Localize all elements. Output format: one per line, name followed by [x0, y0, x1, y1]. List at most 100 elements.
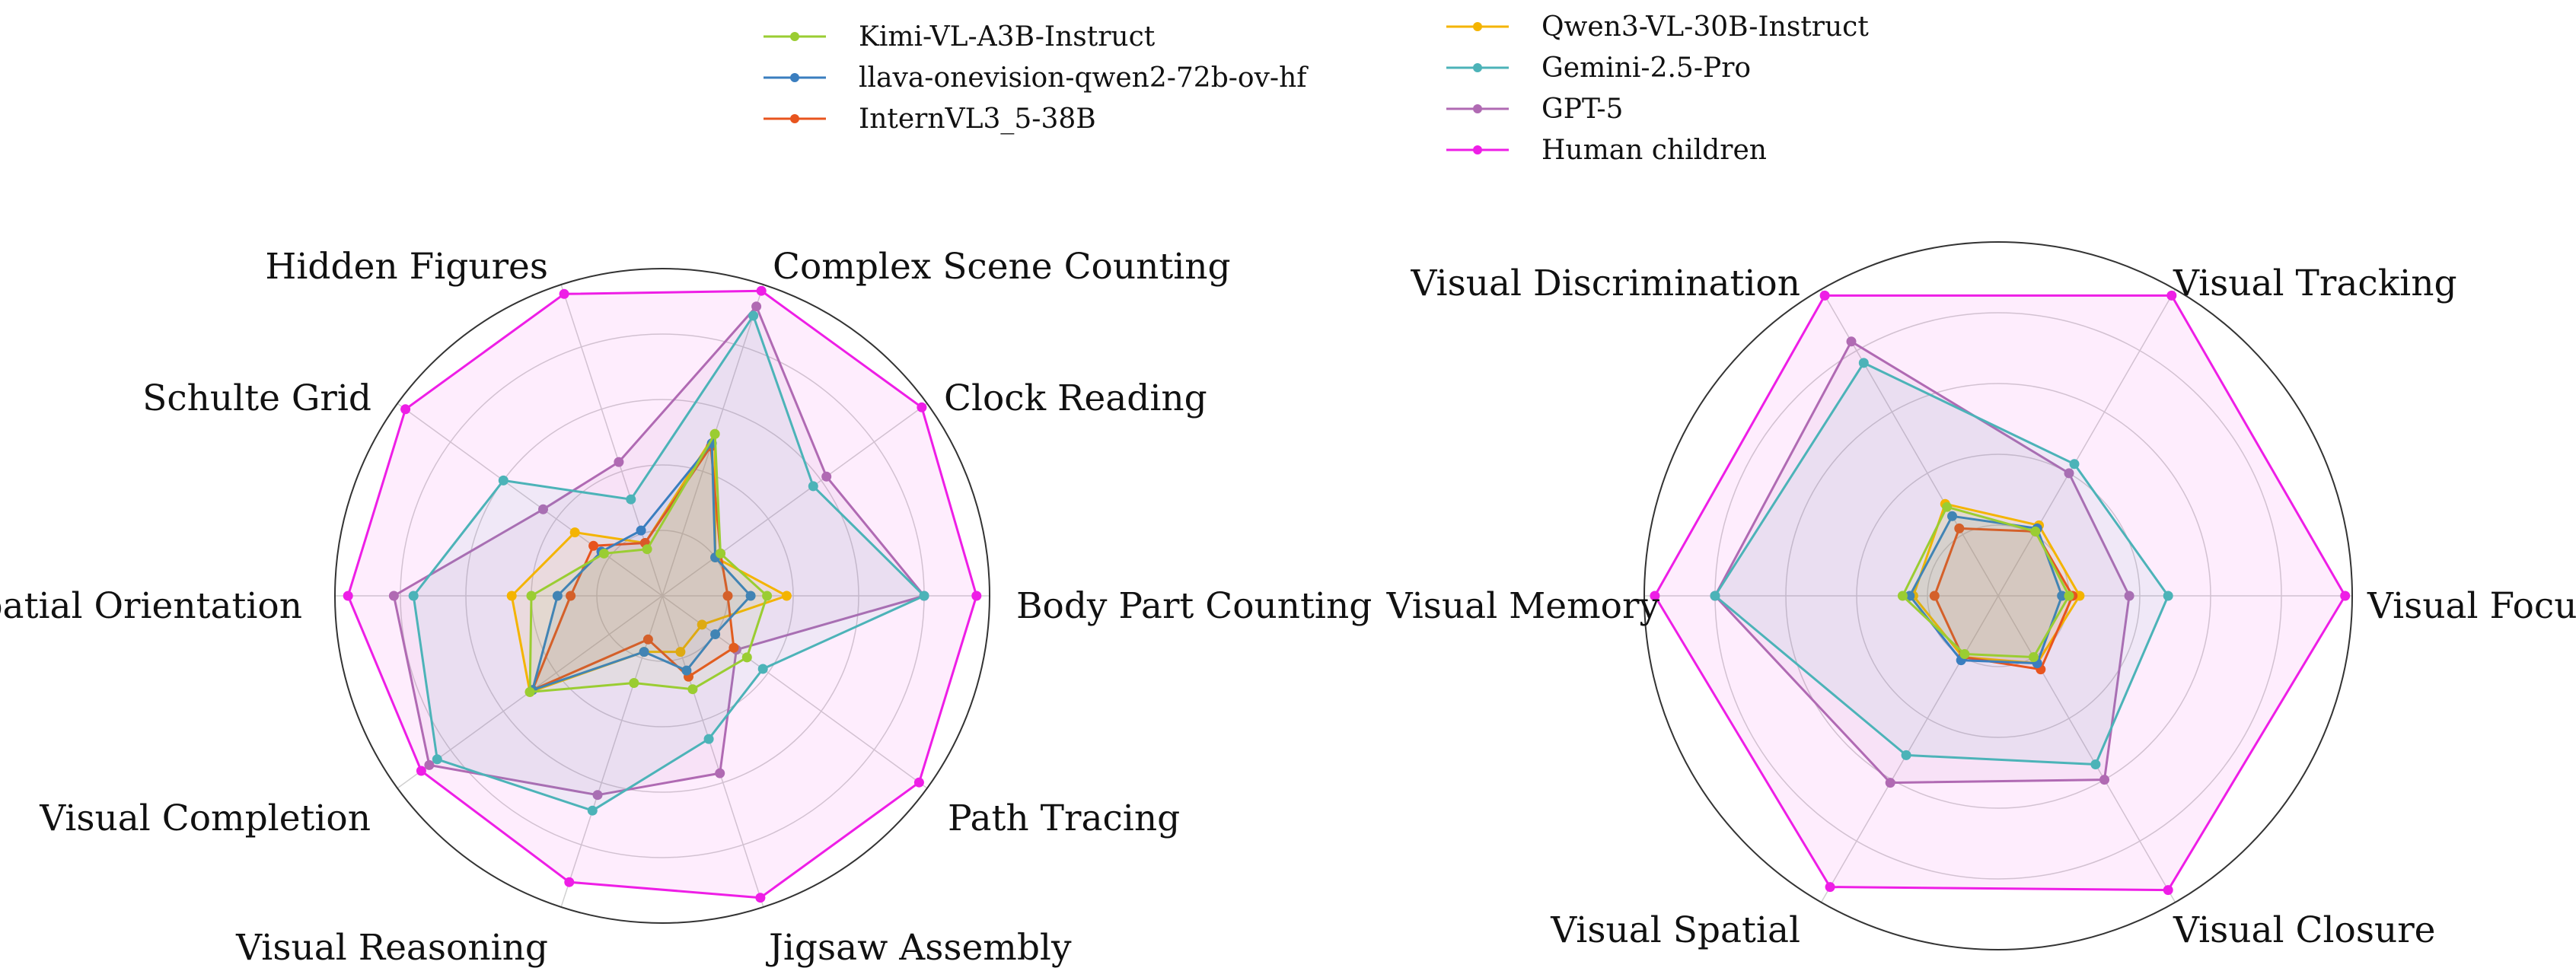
data-point — [681, 665, 692, 676]
axis-label-hidden-figures: Hidden Figures — [265, 246, 548, 288]
data-point — [400, 404, 411, 415]
data-point — [2069, 459, 2080, 470]
series-human-children — [343, 285, 982, 903]
data-point — [2163, 591, 2173, 601]
data-point — [751, 301, 762, 312]
radar-spoke — [662, 403, 928, 597]
data-point — [741, 652, 752, 663]
data-point — [498, 475, 509, 486]
data-point — [2030, 526, 2041, 536]
data-point — [1947, 511, 1957, 521]
legend-label: GPT-5 — [1541, 94, 1623, 125]
data-point — [913, 777, 924, 788]
data-point — [748, 310, 759, 321]
data-point — [745, 591, 756, 601]
data-point — [416, 766, 426, 776]
axis-label-complex-scene-counting: Complex Scene Counting — [773, 246, 1231, 288]
axis-label-schulte-grid: Schulte Grid — [142, 377, 371, 419]
axis-label-path-tracing: Path Tracing — [948, 797, 1180, 839]
legend-marker — [790, 32, 799, 41]
data-point — [821, 471, 832, 482]
axis-label-visual-reasoning: Visual Reasoning — [235, 927, 548, 969]
data-point — [762, 591, 773, 601]
data-point — [636, 525, 646, 536]
data-point — [675, 647, 686, 657]
radar-outer-frame — [334, 268, 990, 924]
radar-spoke — [1820, 595, 1999, 903]
series-llava-onevision-qwen2-72b-ov-hf — [528, 438, 756, 696]
data-point — [703, 734, 714, 744]
data-point — [1901, 750, 1911, 760]
data-point — [716, 548, 725, 559]
series-llava-onevision-qwen2-72b-ov-hf — [1905, 511, 2067, 669]
data-point — [2166, 290, 2177, 301]
data-point — [1819, 290, 1830, 301]
data-point — [626, 494, 636, 505]
data-point — [919, 591, 929, 601]
data-point — [722, 591, 733, 601]
data-point — [587, 805, 598, 816]
legend-item-qwen3-vl-30b-instruct: Qwen3-VL-30B-Instruct — [1446, 11, 1869, 43]
legend-item-gemini-2-5-pro: Gemini-2.5-Pro — [1446, 53, 1751, 84]
data-point — [2074, 591, 2085, 601]
axis-label-visual-completion: Visual Completion — [39, 797, 371, 839]
data-point — [538, 504, 548, 514]
data-point — [343, 591, 353, 601]
data-point — [1954, 523, 1965, 533]
data-point — [1885, 778, 1895, 788]
data-point — [757, 664, 768, 674]
legend-marker — [1473, 104, 1482, 113]
data-point — [715, 768, 725, 778]
data-point — [2029, 652, 2039, 662]
legend-label: Gemini-2.5-Pro — [1541, 53, 1751, 84]
data-point — [1929, 591, 1940, 601]
axis-label-spatial-orientation: Spatial Orientation — [0, 585, 302, 627]
data-point — [710, 629, 721, 639]
legend-label: llava-onevision-qwen2-72b-ov-hf — [859, 62, 1309, 94]
data-point — [1846, 336, 1857, 347]
axis-label-visual-focus: Visual Focus — [2367, 585, 2576, 627]
legend-marker — [1473, 63, 1482, 72]
data-point — [756, 285, 767, 296]
series-gemini-2-5-pro — [1710, 358, 2173, 769]
data-point — [642, 544, 652, 555]
legend-item-kimi-vl-a3b-instruct: Kimi-VL-A3B-Instruct — [764, 21, 1156, 53]
data-point — [559, 288, 569, 299]
axis-label-visual-tracking: Visual Tracking — [2173, 263, 2457, 304]
data-point — [1650, 591, 1660, 601]
legend-label: Kimi-VL-A3B-Instruct — [859, 21, 1156, 53]
radar-spoke — [662, 595, 928, 789]
data-point — [755, 893, 766, 903]
data-point — [1710, 591, 1720, 601]
data-point — [781, 591, 792, 601]
legend-marker — [1473, 22, 1482, 31]
data-point — [569, 527, 580, 538]
axis-label-visual-spatial: Visual Spatial — [1550, 909, 1800, 951]
data-point — [709, 428, 720, 439]
data-point — [2064, 468, 2074, 479]
legend-marker — [1473, 145, 1482, 154]
data-point — [388, 591, 399, 601]
data-point — [552, 591, 563, 601]
data-point — [1858, 358, 1869, 368]
axis-label-body-part-counting: Body Part Counting — [1016, 585, 1372, 627]
data-point — [506, 591, 517, 601]
legend-item-gpt-5: GPT-5 — [1446, 94, 1623, 125]
data-point — [1905, 591, 1915, 601]
data-point — [808, 481, 818, 492]
data-point — [1825, 882, 1835, 893]
data-point — [432, 754, 442, 765]
legend-item-internvl3-5-38b: InternVL3_5-38B — [764, 103, 1096, 135]
data-point — [408, 591, 419, 601]
legend-marker — [790, 114, 799, 123]
data-point — [2099, 775, 2109, 785]
axis-label-visual-memory: Visual Memory — [1386, 585, 1660, 627]
data-point — [524, 686, 535, 697]
series-kimi-vl-a3b-instruct — [1897, 501, 2074, 662]
data-point — [614, 457, 624, 467]
